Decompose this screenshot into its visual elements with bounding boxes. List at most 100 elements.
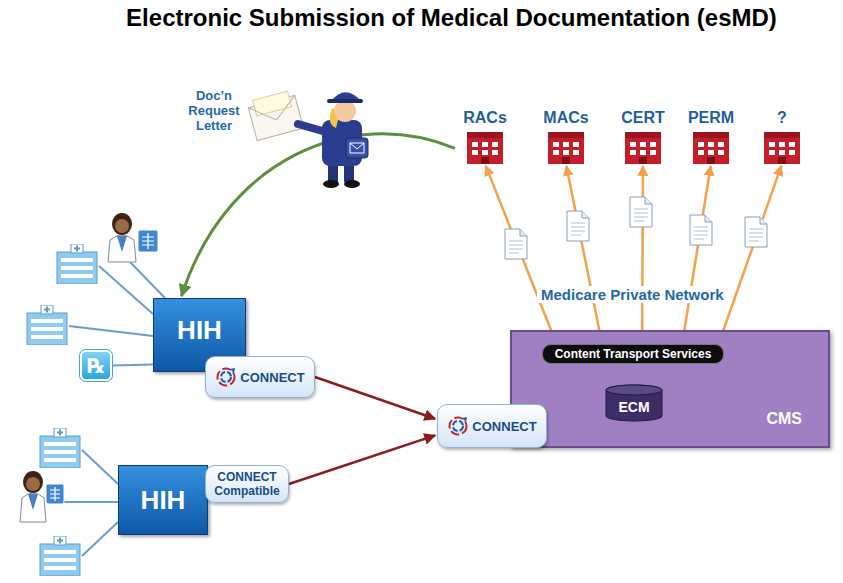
envelope-icon xyxy=(247,90,304,141)
building-roof xyxy=(764,132,800,138)
logo-ring xyxy=(450,418,467,435)
building-roof xyxy=(625,132,661,138)
logo-ring xyxy=(453,421,463,431)
xray-ribs xyxy=(50,487,60,501)
organization-building: CERT xyxy=(613,108,673,164)
document-icon xyxy=(630,197,652,227)
hospital-icon xyxy=(57,244,97,284)
building-window xyxy=(563,150,569,155)
doctor-icon xyxy=(108,213,158,262)
building-window xyxy=(640,142,646,147)
building-window xyxy=(769,150,775,155)
organization-building: RACs xyxy=(455,108,515,164)
wire xyxy=(69,326,153,336)
pharmacy-icon: ℞ xyxy=(80,350,112,381)
building-window xyxy=(492,142,498,147)
building-body xyxy=(764,136,800,164)
building-window xyxy=(708,142,714,147)
building-window xyxy=(630,150,636,155)
logo-ring xyxy=(218,369,235,386)
doctor-hair xyxy=(112,213,132,235)
building-window xyxy=(553,142,559,147)
building-window xyxy=(650,142,656,147)
building-body xyxy=(693,136,729,164)
hih-name: HIH xyxy=(177,315,222,346)
building-window xyxy=(779,142,785,147)
connect-gateway: CONNECT xyxy=(437,404,547,448)
building-roof xyxy=(693,132,729,138)
building-body xyxy=(467,136,503,164)
hih-box: HIH xyxy=(118,465,208,535)
building-window xyxy=(482,150,488,155)
connector xyxy=(566,166,602,344)
doctor-coat xyxy=(20,493,46,522)
building-window xyxy=(472,142,478,147)
doctor-shirt xyxy=(117,236,127,252)
carrier-shoe xyxy=(323,180,339,188)
building-icon xyxy=(693,132,729,164)
connect-gateway: CONNECT xyxy=(205,356,315,398)
mail-carrier xyxy=(298,92,368,188)
connect-logo xyxy=(215,366,237,388)
building-door xyxy=(481,157,489,164)
wire xyxy=(99,266,153,314)
logo-arrow xyxy=(462,417,467,422)
service-name: Content Transport Services xyxy=(555,347,712,361)
hospital-icon xyxy=(27,305,67,345)
ecm-name: ECM xyxy=(618,399,649,415)
doctor-head xyxy=(115,219,129,233)
building-window xyxy=(640,150,646,155)
building-body xyxy=(548,136,584,164)
building-window xyxy=(482,142,488,147)
document-icon xyxy=(690,215,712,245)
envelope-flap xyxy=(248,95,299,126)
cylinder-body xyxy=(606,385,662,421)
building-window xyxy=(573,150,579,155)
diagram-title: Electronic Submission of Medical Documen… xyxy=(60,4,843,32)
rx-symbol: ℞ xyxy=(87,355,105,377)
building-window xyxy=(718,142,724,147)
organization-building: ? xyxy=(752,108,812,164)
cms-name: CMS xyxy=(766,410,802,428)
wire xyxy=(82,450,118,484)
gateway-name: CONNECT Compatible xyxy=(214,470,280,498)
connector xyxy=(486,166,557,344)
building-door xyxy=(562,157,570,164)
building-window xyxy=(563,142,569,147)
building-window xyxy=(779,150,785,155)
connector xyxy=(112,364,153,367)
document-icon xyxy=(505,229,527,259)
document-icon xyxy=(745,217,767,247)
doctor-hair xyxy=(23,471,43,493)
building-window xyxy=(650,150,656,155)
building-body xyxy=(625,136,661,164)
connect-logo xyxy=(447,415,469,437)
carrier-head xyxy=(334,100,356,122)
building-window xyxy=(630,142,636,147)
bag-envelope xyxy=(350,143,364,153)
cms-box: CMS Content Transport ServicesECM xyxy=(510,330,830,448)
network-label: Medicare Private Network xyxy=(537,286,728,303)
hospital-icon xyxy=(40,536,80,576)
connector xyxy=(641,166,644,344)
hospital-icon xyxy=(40,428,80,468)
cylinder-top xyxy=(606,385,662,395)
building-door xyxy=(707,157,715,164)
wire xyxy=(130,262,165,298)
building-window xyxy=(698,150,704,155)
building-icon xyxy=(764,132,800,164)
building-icon xyxy=(467,132,503,164)
organization-name: PERM xyxy=(688,108,734,128)
building-icon xyxy=(548,132,584,164)
organization-name: ? xyxy=(777,108,787,128)
doctor-icon xyxy=(20,471,64,522)
organization-name: MACs xyxy=(543,108,588,128)
wire xyxy=(82,522,118,556)
carrier-shoe xyxy=(344,180,360,188)
building-window xyxy=(553,150,559,155)
building-window xyxy=(789,142,795,147)
xray-sheet xyxy=(46,484,64,504)
building-window xyxy=(708,150,714,155)
gateway-name: CONNECT xyxy=(472,419,536,434)
